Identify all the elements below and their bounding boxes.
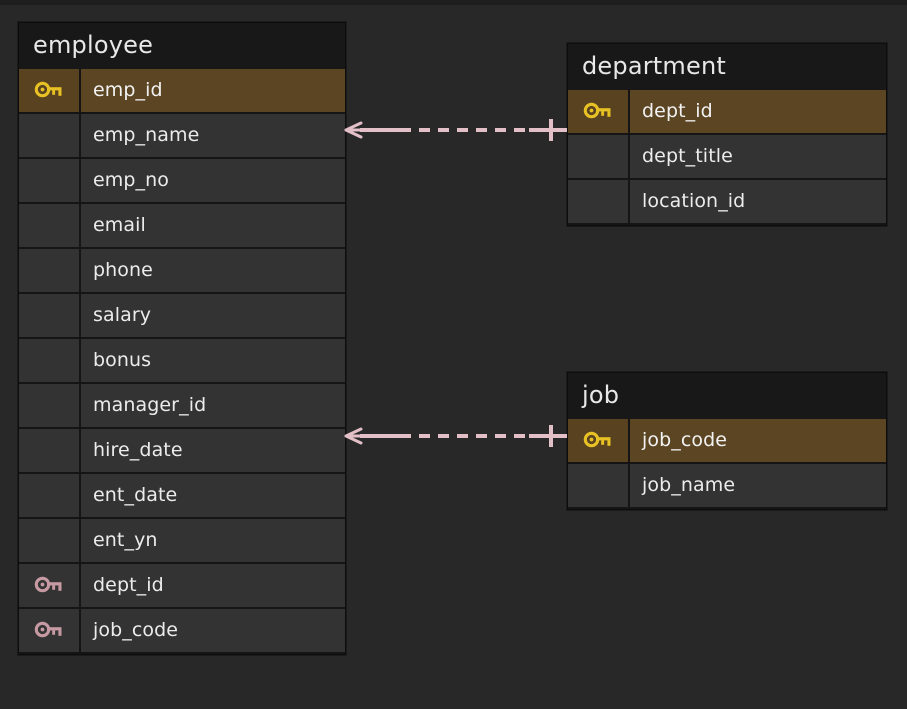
primary-key-icon: [19, 68, 81, 112]
column-row[interactable]: emp_no: [19, 158, 345, 202]
key-cell-empty: [19, 113, 81, 157]
column-name: job_code: [630, 418, 886, 462]
key-cell-empty: [19, 158, 81, 202]
key-glyph: [34, 81, 62, 98]
column-row[interactable]: ent_yn: [19, 518, 345, 562]
column-row[interactable]: emp_id: [19, 68, 345, 112]
key-cell-empty: [568, 134, 630, 178]
column-name: job_name: [630, 463, 886, 507]
key-cell-empty: [19, 293, 81, 337]
column-name: location_id: [630, 179, 886, 223]
relationship-employee-job_code-to-job-job_code[interactable]: [344, 423, 569, 449]
column-name: email: [81, 203, 345, 247]
column-name: dept_title: [630, 134, 886, 178]
column-row[interactable]: salary: [19, 293, 345, 337]
column-name: ent_date: [81, 473, 345, 517]
key-cell-empty: [19, 338, 81, 382]
foreign-key-icon: [19, 563, 81, 607]
key-glyph: [34, 576, 62, 593]
column-name: manager_id: [81, 383, 345, 427]
key-cell-empty: [19, 383, 81, 427]
column-name: emp_id: [81, 68, 345, 112]
column-row[interactable]: ent_date: [19, 473, 345, 517]
key-cell-empty: [19, 248, 81, 292]
column-row[interactable]: dept_id: [19, 563, 345, 607]
column-row[interactable]: location_id: [568, 179, 886, 223]
column-name: emp_no: [81, 158, 345, 202]
key-cell-empty: [19, 428, 81, 472]
column-name: job_code: [81, 608, 345, 652]
key-glyph: [583, 102, 611, 119]
crowsfoot-many-marker: [344, 121, 363, 139]
column-name: salary: [81, 293, 345, 337]
relationship-employee-dept_id-to-department-dept_id[interactable]: [344, 117, 569, 143]
column-row[interactable]: dept_title: [568, 134, 886, 178]
column-row[interactable]: email: [19, 203, 345, 247]
entity-title-job: job: [568, 373, 886, 419]
column-row[interactable]: job_code: [568, 418, 886, 462]
primary-key-icon: [568, 418, 630, 462]
crowsfoot-many-marker: [344, 427, 363, 445]
column-name: dept_id: [630, 89, 886, 133]
canvas-top-edge: [0, 0, 907, 5]
column-row[interactable]: manager_id: [19, 383, 345, 427]
primary-key-icon: [568, 89, 630, 133]
key-cell-empty: [568, 179, 630, 223]
key-cell-empty: [19, 473, 81, 517]
entity-title-department: department: [568, 44, 886, 90]
column-row[interactable]: hire_date: [19, 428, 345, 472]
column-row[interactable]: job_code: [19, 608, 345, 652]
column-row[interactable]: bonus: [19, 338, 345, 382]
column-row[interactable]: job_name: [568, 463, 886, 507]
column-row[interactable]: dept_id: [568, 89, 886, 133]
column-name: hire_date: [81, 428, 345, 472]
column-name: dept_id: [81, 563, 345, 607]
key-glyph: [583, 431, 611, 448]
foreign-key-icon: [19, 608, 81, 652]
column-name: ent_yn: [81, 518, 345, 562]
key-cell-empty: [19, 518, 81, 562]
column-name: phone: [81, 248, 345, 292]
column-name: bonus: [81, 338, 345, 382]
column-row[interactable]: emp_name: [19, 113, 345, 157]
column-name: emp_name: [81, 113, 345, 157]
key-cell-empty: [19, 203, 81, 247]
entity-title-employee: employee: [19, 23, 345, 69]
key-glyph: [34, 621, 62, 638]
key-cell-empty: [568, 463, 630, 507]
column-row[interactable]: phone: [19, 248, 345, 292]
